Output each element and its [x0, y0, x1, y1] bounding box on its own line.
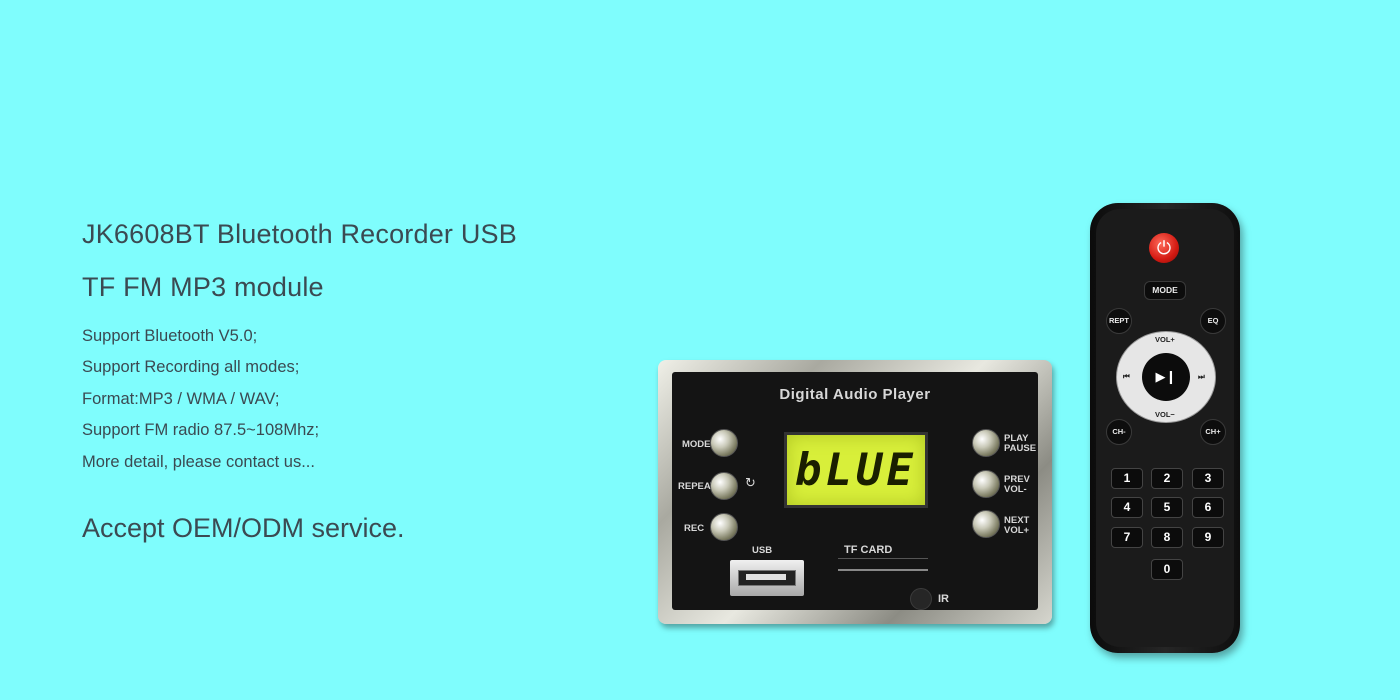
rec-knob	[710, 513, 738, 541]
remote-control-image: ⏻ MODE REPT EQ VOL+ VOL− ⏮ ⏭ ▶❙ CH- CH+ …	[1090, 203, 1240, 653]
remote-ch-minus-button: CH-	[1106, 419, 1132, 445]
mode-label: MODE	[682, 439, 711, 450]
lcd-text: bLUE	[795, 445, 917, 496]
module-title: Digital Audio Player	[779, 386, 931, 403]
next-vol-knob	[972, 510, 1000, 538]
rec-label: REC	[684, 523, 705, 534]
remote-ch-plus-button: CH+	[1200, 419, 1226, 445]
audio-module-image: Digital Audio Player MODE REPEAT ↻ REC b…	[658, 360, 1052, 624]
remote-key-8: 8	[1151, 527, 1183, 548]
remote-key-1: 1	[1111, 468, 1143, 489]
feature-item: Format:MP3 / WMA / WAV;	[82, 390, 280, 408]
feature-item: More detail, please contact us...	[82, 453, 315, 471]
mode-knob	[710, 429, 738, 457]
next-icon: ⏭	[1198, 372, 1205, 381]
play-pause-icon: ▶❙	[1142, 353, 1190, 401]
feature-item: Support Bluetooth V5.0;	[82, 327, 258, 345]
feature-item: Support Recording all modes;	[82, 358, 300, 376]
product-title-line2: TF FM MP3 module	[82, 272, 324, 302]
ir-label: IR	[938, 593, 949, 605]
feature-item: Support FM radio 87.5~108Mhz;	[82, 421, 320, 439]
usb-label: USB	[752, 545, 773, 556]
remote-key-2: 2	[1151, 468, 1183, 489]
remote-key-4: 4	[1111, 497, 1143, 518]
power-icon: ⏻	[1149, 233, 1179, 263]
remote-eq-button: EQ	[1200, 308, 1226, 334]
remote-key-5: 5	[1151, 497, 1183, 518]
next-vol-label: NEXT VOL+	[1004, 515, 1030, 536]
product-title-line1: JK6608BT Bluetooth Recorder USB	[82, 219, 517, 249]
repeat-label: REPEAT	[678, 481, 716, 492]
remote-dpad: VOL+ VOL− ⏮ ⏭ ▶❙	[1116, 331, 1216, 423]
remote-key-9: 9	[1192, 527, 1224, 548]
oem-odm-statement: Accept OEM/ODM service.	[82, 513, 405, 543]
play-pause-knob	[972, 429, 1000, 457]
tf-card-slot	[838, 558, 928, 571]
prev-icon: ⏮	[1123, 372, 1130, 381]
remote-mode-button: MODE	[1144, 281, 1186, 300]
ir-sensor-icon	[910, 588, 932, 610]
module-faceplate: Digital Audio Player MODE REPEAT ↻ REC b…	[672, 372, 1038, 610]
vol-down-label: VOL−	[1155, 410, 1175, 419]
prev-vol-label: PREV VOL-	[1004, 474, 1030, 495]
play-pause-label: PLAY PAUSE	[1004, 433, 1037, 454]
remote-rept-button: REPT	[1106, 308, 1132, 334]
lcd-display: bLUE	[784, 432, 928, 508]
remote-key-6: 6	[1192, 497, 1224, 518]
prev-vol-knob	[972, 470, 1000, 498]
vol-up-label: VOL+	[1155, 335, 1175, 344]
tf-card-label: TF CARD	[844, 544, 893, 556]
remote-key-7: 7	[1111, 527, 1143, 548]
repeat-icon: ↻	[745, 475, 756, 490]
remote-key-0: 0	[1151, 559, 1183, 580]
remote-key-3: 3	[1192, 468, 1224, 489]
usb-port-icon	[730, 560, 804, 596]
repeat-knob	[710, 472, 738, 500]
